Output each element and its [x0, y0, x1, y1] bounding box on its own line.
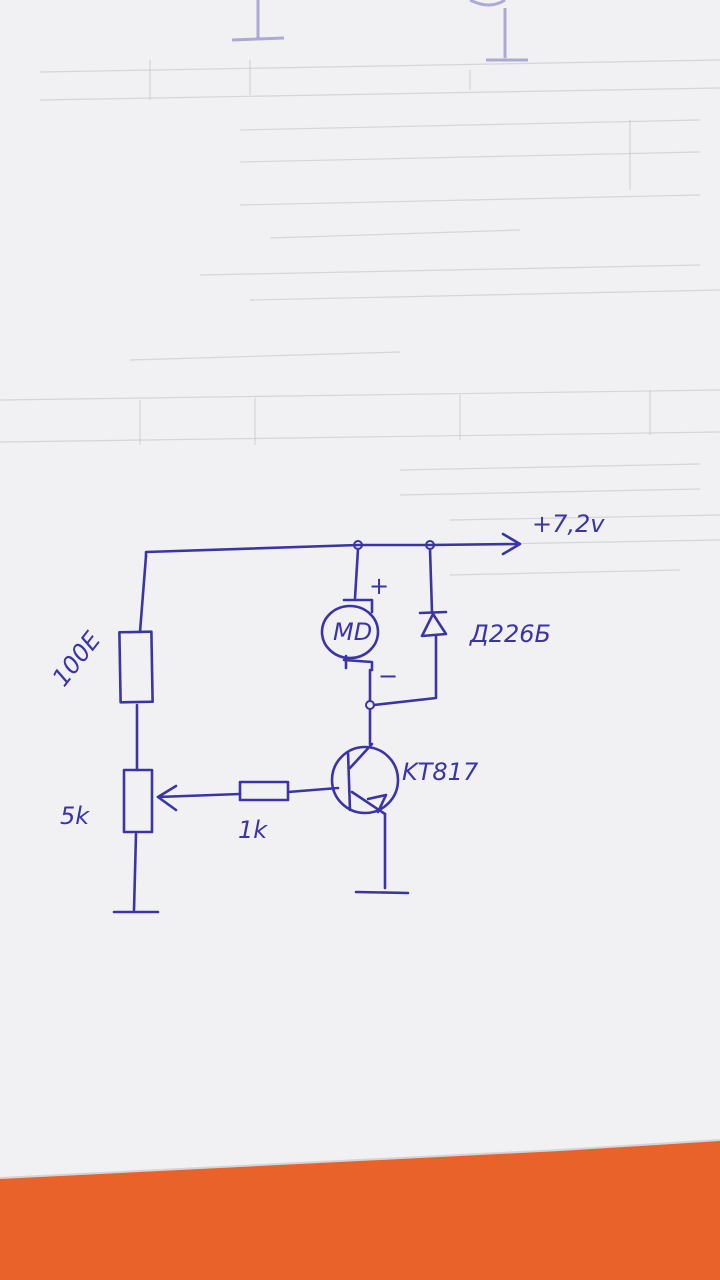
base-wire — [286, 786, 340, 794]
left-rail-wire — [138, 554, 148, 634]
transistor-kt817 — [330, 742, 400, 816]
paper-shadow-edge — [0, 1139, 720, 1179]
potentiometer-wiper — [156, 792, 242, 799]
motor-plus-label: + — [369, 572, 389, 600]
resistor-1k-label: 1k — [238, 816, 268, 844]
diode-top-wire — [428, 547, 434, 614]
supply-voltage-label: +7,2v — [532, 510, 605, 538]
diode-d226b — [418, 610, 448, 638]
motor-label: MD — [333, 618, 372, 646]
diode-bottom-wire — [372, 634, 438, 707]
motor-top-wire — [353, 547, 360, 600]
potentiometer-5k — [122, 768, 154, 834]
bleed-through-sketch — [231, 0, 528, 62]
motor-md — [320, 598, 380, 672]
show-through-table-middle — [0, 351, 720, 576]
motor-minus-label: − — [378, 662, 398, 690]
transistor-label: KT817 — [402, 758, 479, 786]
resistor-100e — [118, 630, 154, 704]
show-through-table-top — [39, 59, 720, 301]
potentiometer-label: 5k — [60, 802, 90, 830]
wiper-arrowhead-icon — [156, 784, 178, 812]
pot-ground-wire — [132, 832, 138, 912]
paper-sheet — [0, 0, 720, 1178]
diode-label: Д226Б — [469, 620, 551, 648]
ground-right-icon — [354, 890, 410, 895]
